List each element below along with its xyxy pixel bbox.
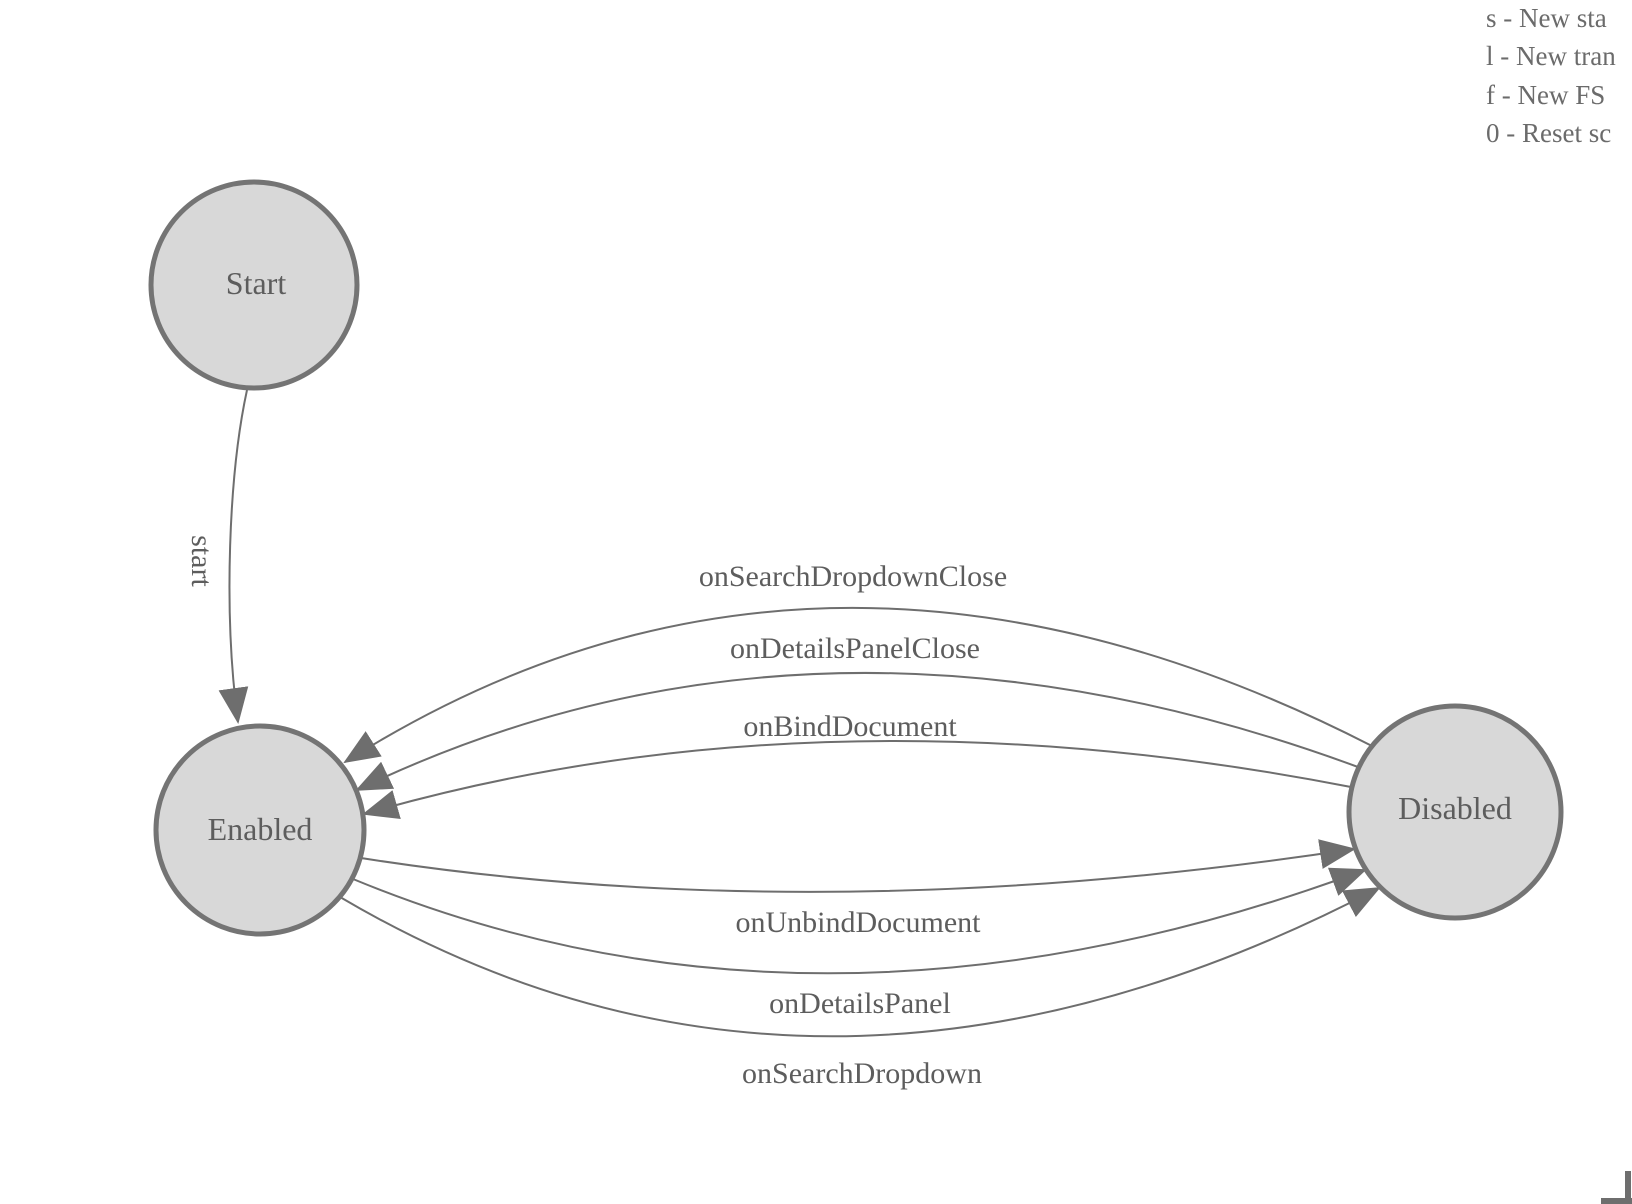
corner-frame-icon <box>1601 1171 1632 1204</box>
edge-disabled-to-enabled-ondetailspanelclose[interactable]: onDetailsPanelClose <box>355 632 1359 791</box>
edge-disabled-to-enabled-onbinddocument[interactable]: onBindDocument <box>362 710 1352 819</box>
edge-label-ondetailspanelclose: onDetailsPanelClose <box>730 632 980 665</box>
edge-disabled-to-enabled-onsearchdropdownclose[interactable]: onSearchDropdownClose <box>343 560 1373 764</box>
corner-frame-vertical <box>1625 1171 1631 1204</box>
state-label-start: Start <box>226 265 287 301</box>
edge-label-ondetailspanel: onDetailsPanel <box>769 987 951 1020</box>
legend-line-new-fsm: f - New FS <box>1486 80 1605 110</box>
state-circle-enabled[interactable] <box>153 723 367 937</box>
legend-line-new-transition: l - New tran <box>1486 41 1616 71</box>
edge-label-onbinddocument: onBindDocument <box>743 710 957 743</box>
edge-path-onbinddocument[interactable] <box>362 739 1352 819</box>
state-node-enabled[interactable]: Enabled <box>153 723 367 937</box>
edge-path-onunbinddocument[interactable] <box>360 839 1356 893</box>
edge-enabled-to-disabled-onsearchdropdown[interactable]: onSearchDropdown <box>339 887 1381 1090</box>
edge-label-start: start <box>185 535 218 587</box>
edge-path-ondetailspanel[interactable] <box>352 867 1367 975</box>
legend-line-new-state: s - New sta <box>1486 3 1607 33</box>
state-circle-disabled[interactable] <box>1346 703 1564 921</box>
corner-frame-horizontal <box>1601 1198 1632 1204</box>
edge-start-to-enabled[interactable]: start <box>185 389 249 724</box>
edge-label-onunbinddocument: onUnbindDocument <box>736 906 982 939</box>
state-label-disabled: Disabled <box>1398 790 1512 826</box>
edge-enabled-to-disabled-onunbinddocument[interactable]: onUnbindDocument <box>360 839 1356 939</box>
state-circle-start[interactable] <box>148 179 360 391</box>
edge-label-onsearchdropdown: onSearchDropdown <box>742 1057 982 1090</box>
edge-path-ondetailspanelclose[interactable] <box>355 671 1359 791</box>
state-node-start[interactable]: Start <box>148 179 360 391</box>
edge-label-onsearchdropdownclose: onSearchDropdownClose <box>699 560 1007 593</box>
edge-path-onsearchdropdownclose[interactable] <box>343 607 1373 764</box>
edge-enabled-to-disabled-ondetailspanel[interactable]: onDetailsPanel <box>352 867 1367 1020</box>
legend-line-reset: 0 - Reset sc <box>1486 118 1611 148</box>
state-node-disabled[interactable]: Disabled <box>1346 703 1564 921</box>
shortcuts-legend: s - New sta l - New tran f - New FS 0 - … <box>1486 3 1616 148</box>
edge-path-start[interactable] <box>218 389 249 724</box>
state-label-enabled: Enabled <box>208 811 313 847</box>
edge-path-onsearchdropdown[interactable] <box>339 887 1381 1038</box>
